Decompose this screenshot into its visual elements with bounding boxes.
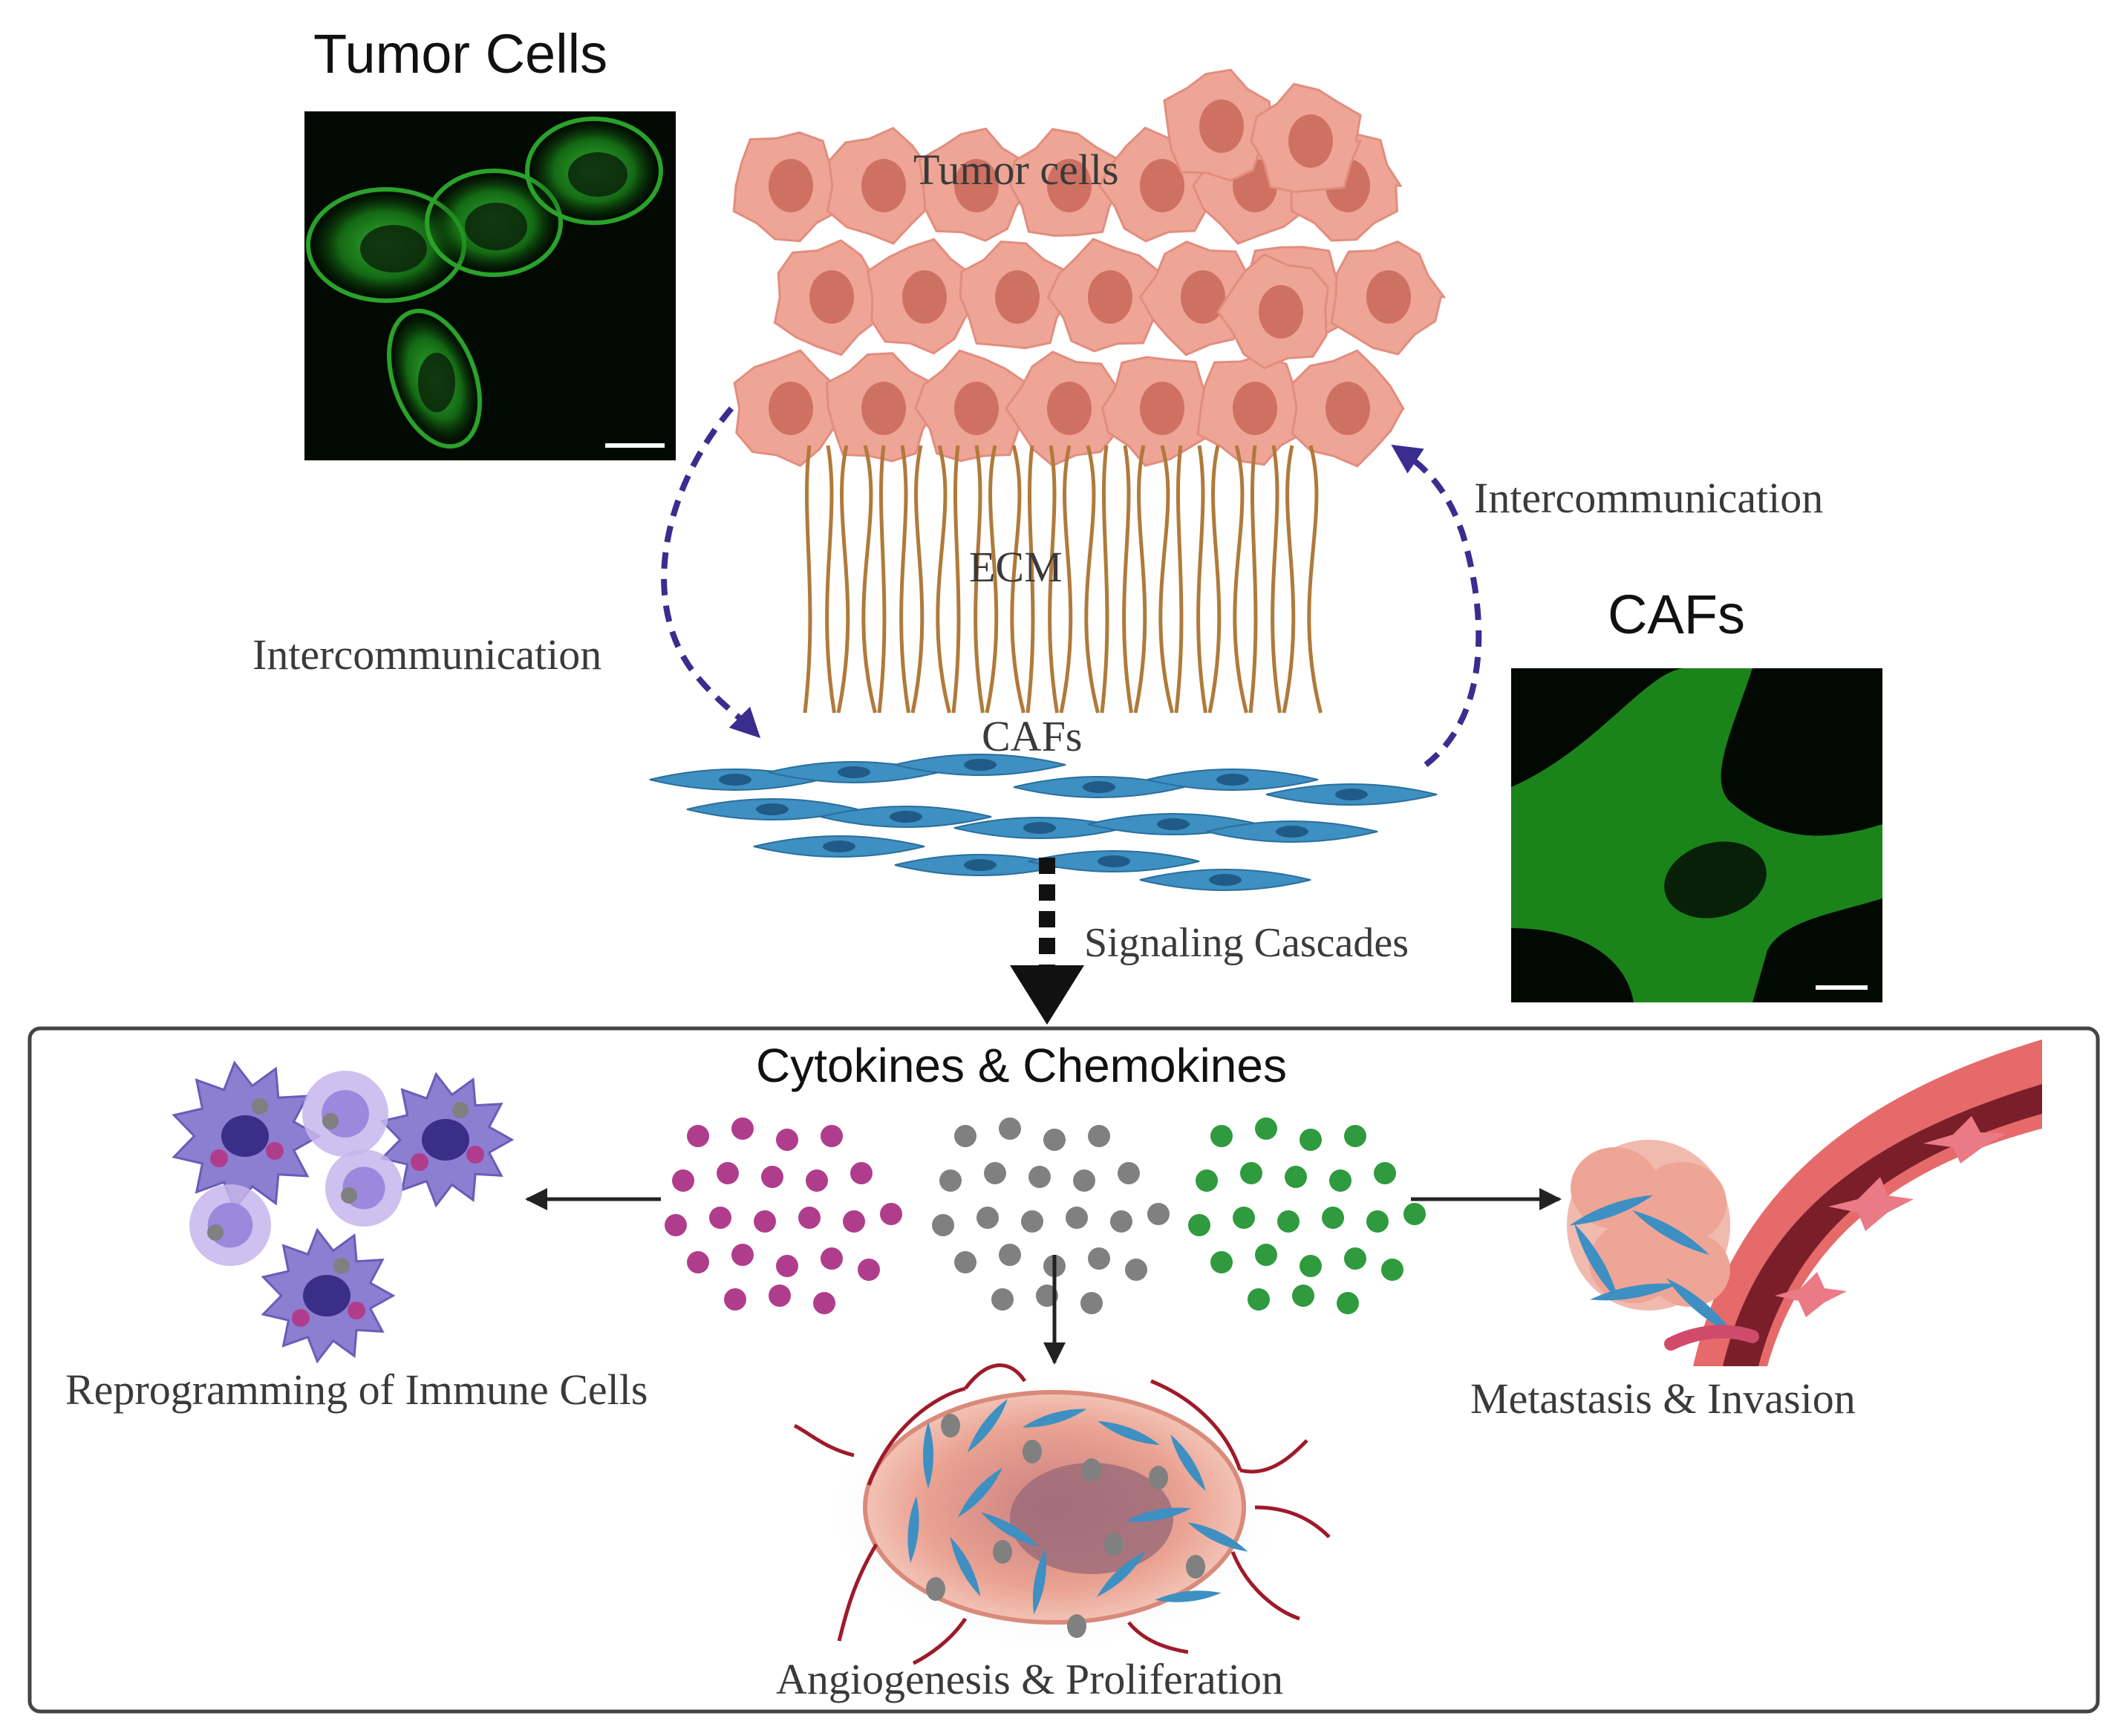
angiogenesis-label: Angiogenesis & Proliferation <box>776 1655 1284 1703</box>
tumor-cells-micrograph <box>304 111 676 460</box>
intercommunication-arrow-right <box>1391 444 1482 768</box>
metastasis-illustration <box>1567 1040 2042 1366</box>
cafs-title: CAFs <box>1608 584 1745 645</box>
cytokine-panel <box>27 1026 2100 1714</box>
cytokines-chemokines-title: Cytokines & Chemokines <box>756 1039 1287 1092</box>
cytokine-dots-magenta <box>665 1117 902 1314</box>
tumor-cells-title: Tumor Cells <box>313 23 608 85</box>
intercommunication-label-right: Intercommunication <box>1474 474 1824 522</box>
metastasis-label: Metastasis & Invasion <box>1470 1374 1856 1423</box>
angiogenesis-tumor-mass <box>793 1363 1331 1665</box>
ecm-fibers <box>803 445 1323 714</box>
cytokine-dots-green <box>1188 1117 1426 1314</box>
reprogramming-immune-label: Reprogramming of Immune Cells <box>65 1365 648 1414</box>
tumor-cells-label: Tumor cells <box>913 146 1119 194</box>
tumor-cell-cluster <box>732 68 1447 468</box>
intercommunication-label-left: Intercommunication <box>252 630 602 679</box>
intercommunication-arrow-left <box>661 406 761 739</box>
signaling-cascades-label: Signaling Cascades <box>1084 920 1409 966</box>
ecm-label: ECM <box>969 543 1063 591</box>
immune-cells-illustration <box>172 1060 515 1364</box>
signaling-cascade-arrow <box>1010 858 1084 1025</box>
cafs-layer-label: CAFs <box>982 712 1083 760</box>
caf-layer <box>649 754 1438 891</box>
cytokine-dots-gray <box>932 1117 1170 1314</box>
cafs-micrograph <box>1511 668 1882 1002</box>
